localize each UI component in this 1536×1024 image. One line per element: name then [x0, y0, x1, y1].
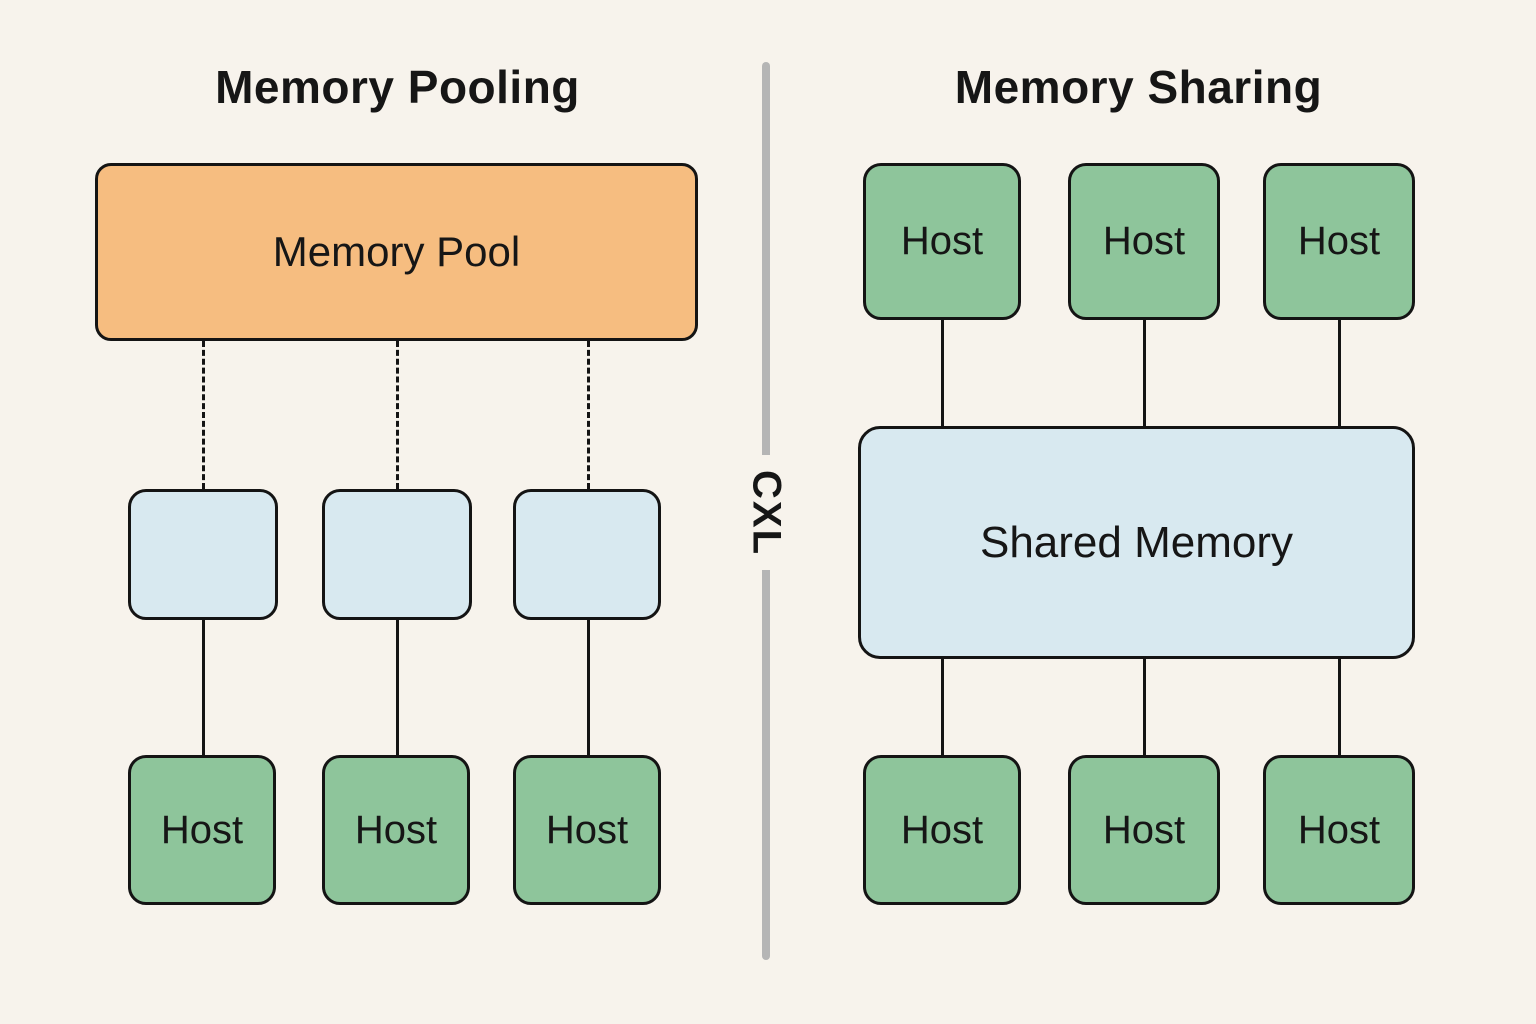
connector-left-2 — [396, 620, 399, 756]
dashed-connector-1 — [202, 341, 205, 489]
host-label: Host — [900, 219, 984, 263]
shared-memory-box: Shared Memory — [858, 426, 1415, 659]
host-label: Host — [545, 807, 629, 852]
connector-right-bottom-1 — [941, 659, 944, 756]
connector-right-top-2 — [1143, 320, 1146, 428]
host-label: Host — [1102, 219, 1186, 263]
host-label: Host — [160, 807, 244, 852]
connector-left-1 — [202, 620, 205, 756]
pooled-device-box-2 — [322, 489, 472, 620]
host-box: Host — [863, 755, 1021, 905]
memory-pooling-title: Memory Pooling — [215, 61, 580, 113]
dashed-connector-3 — [587, 341, 590, 489]
host-box: Host — [322, 755, 470, 905]
host-box: Host — [863, 163, 1021, 320]
dashed-connector-2 — [396, 341, 399, 489]
host-box: Host — [128, 755, 276, 905]
pooled-device-box-3 — [513, 489, 661, 620]
connector-right-top-3 — [1338, 320, 1341, 428]
host-label: Host — [1102, 807, 1186, 852]
host-label: Host — [900, 807, 984, 852]
host-label: Host — [1297, 219, 1381, 263]
host-box: Host — [1068, 755, 1220, 905]
connector-right-top-1 — [941, 320, 944, 428]
cxl-label: CXL — [736, 455, 796, 570]
connector-left-3 — [587, 620, 590, 756]
pooled-device-box-1 — [128, 489, 278, 620]
host-box: Host — [513, 755, 661, 905]
memory-sharing-title: Memory Sharing — [954, 61, 1323, 113]
host-label: Host — [354, 807, 438, 852]
shared-memory-label: Shared Memory — [979, 517, 1293, 567]
connector-right-bottom-3 — [1338, 659, 1341, 756]
memory-pool-label: Memory Pool — [272, 228, 521, 275]
host-box: Host — [1068, 163, 1220, 320]
host-box: Host — [1263, 163, 1415, 320]
memory-pool-box: Memory Pool — [95, 163, 698, 341]
connector-right-bottom-2 — [1143, 659, 1146, 756]
host-box: Host — [1263, 755, 1415, 905]
host-label: Host — [1297, 807, 1381, 852]
